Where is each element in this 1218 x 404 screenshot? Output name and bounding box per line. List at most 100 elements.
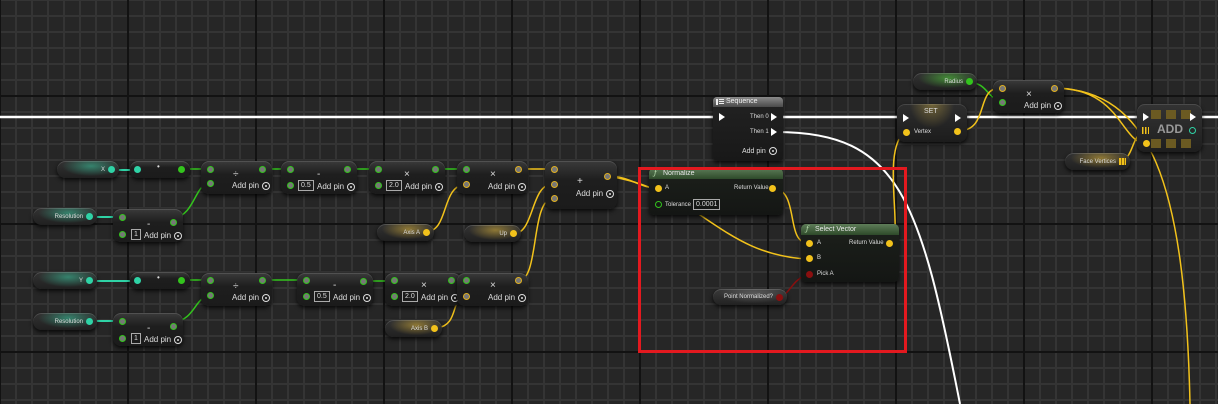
input-pin-b[interactable]	[463, 181, 470, 188]
input-pin-b[interactable]	[207, 292, 214, 299]
int-input-pin[interactable]	[134, 166, 141, 173]
add-pin-button[interactable]: Add pin	[488, 293, 527, 302]
default-value-box[interactable]: 2.0	[402, 291, 418, 302]
default-value-box[interactable]: 0.5	[314, 291, 330, 302]
multiply-axis-a-node[interactable]: × Add pin	[457, 161, 528, 194]
input-pin-b[interactable]	[303, 293, 310, 300]
int-output-pin[interactable]	[86, 318, 93, 325]
variable-y[interactable]: Y	[33, 272, 97, 289]
input-pin-a[interactable]	[463, 277, 470, 284]
add-pin-button[interactable]: Add pin	[1024, 101, 1063, 110]
int-output-pin[interactable]	[108, 166, 115, 173]
array-input-pin[interactable]	[1142, 127, 1149, 134]
output-pin[interactable]	[170, 323, 177, 330]
set-vertex-node[interactable]: SET Vertex	[897, 104, 967, 142]
multiply-radius-node[interactable]: × Add pin	[993, 80, 1064, 113]
add-pin-button[interactable]: Add pin	[333, 293, 372, 302]
array-output-pin[interactable]	[1119, 158, 1126, 165]
input-pin-a[interactable]	[999, 85, 1006, 92]
multiply-two-y-node[interactable]: 2.0 × Add pin	[385, 273, 461, 306]
input-pin-a[interactable]	[119, 318, 126, 325]
subtract-resolution-y-node[interactable]: 1 - Add pin	[113, 313, 183, 346]
input-pin-a[interactable]	[375, 166, 382, 173]
vector-output-pin[interactable]	[510, 230, 517, 237]
divide-y-node[interactable]: ÷ Add pin	[201, 273, 272, 306]
input-pin-a[interactable]	[463, 166, 470, 173]
variable-axis-b[interactable]: Axis B	[385, 320, 442, 337]
multiply-two-x-node[interactable]: 2.0 × Add pin	[369, 161, 445, 194]
pick-a-pin[interactable]	[806, 271, 813, 278]
then0-pin[interactable]	[771, 113, 777, 121]
output-pin[interactable]	[604, 173, 611, 180]
vector-output-pin[interactable]	[431, 325, 438, 332]
add-pin-button[interactable]: Add pin	[405, 182, 444, 191]
output-pin[interactable]	[1051, 85, 1058, 92]
input-pin-b[interactable]	[806, 255, 813, 262]
variable-radius[interactable]: Radius	[913, 73, 977, 90]
input-pin-a[interactable]	[207, 277, 214, 284]
multiply-axis-b-node[interactable]: × Add pin	[457, 273, 528, 306]
float-output-pin[interactable]	[178, 277, 185, 284]
input-pin-a[interactable]	[287, 166, 294, 173]
input-pin-a[interactable]	[391, 277, 398, 284]
variable-point-normalized[interactable]: Point Normalized?	[713, 289, 787, 305]
vector-add-node[interactable]: + Add pin	[545, 161, 617, 209]
output-pin[interactable]	[259, 166, 266, 173]
add-pin-button[interactable]: Add pin	[232, 181, 271, 190]
add-pin-button[interactable]: Add pin	[232, 293, 271, 302]
variable-axis-a[interactable]: Axis A	[377, 224, 434, 241]
variable-resolution-1[interactable]: Resolution	[33, 208, 97, 225]
return-value-pin[interactable]	[769, 185, 776, 192]
divide-x-node[interactable]: ÷ Add pin	[201, 161, 272, 194]
input-pin-b[interactable]	[119, 231, 126, 238]
convert-y-node[interactable]: •	[130, 272, 190, 289]
subtract-resolution-node[interactable]: 1 - Add pin	[113, 209, 183, 242]
input-pin-b[interactable]	[375, 182, 382, 189]
int-input-pin[interactable]	[134, 277, 141, 284]
exec-input-pin[interactable]	[719, 113, 725, 121]
input-pin-a[interactable]	[806, 240, 813, 247]
vector-output-pin[interactable]	[423, 229, 430, 236]
subtract-half-y-node[interactable]: 0.5 - Add pin	[297, 273, 373, 306]
exec-output-pin[interactable]	[1190, 113, 1196, 121]
default-value-box[interactable]: 2.0	[386, 180, 402, 191]
input-pin-a[interactable]	[119, 214, 126, 221]
default-value-box[interactable]: 1	[131, 229, 141, 240]
add-pin-button[interactable]: Add pin	[576, 189, 615, 198]
return-value-pin[interactable]	[886, 240, 893, 247]
output-pin[interactable]	[448, 277, 455, 284]
input-pin-a[interactable]	[207, 166, 214, 173]
add-pin-button[interactable]: Add pin	[488, 182, 527, 191]
input-pin-b[interactable]	[287, 182, 294, 189]
input-pin-b[interactable]	[999, 99, 1006, 106]
input-pin-b[interactable]	[391, 293, 398, 300]
int-output-pin[interactable]	[86, 277, 93, 284]
vertex-output-pin[interactable]	[954, 128, 961, 135]
variable-x[interactable]: X	[57, 161, 119, 178]
variable-face-vertices[interactable]: Face Vertices	[1065, 153, 1130, 170]
exec-output-pin[interactable]	[955, 114, 961, 122]
input-pin-b[interactable]	[551, 181, 558, 188]
output-pin[interactable]	[360, 278, 367, 285]
variable-resolution-2[interactable]: Resolution	[33, 313, 97, 330]
item-input-pin[interactable]	[1143, 140, 1150, 147]
int-output-pin[interactable]	[86, 213, 93, 220]
float-output-pin[interactable]	[966, 78, 973, 85]
variable-up[interactable]: Up	[464, 225, 521, 242]
tolerance-pin[interactable]	[655, 201, 662, 208]
input-pin-a[interactable]	[303, 277, 310, 284]
add-pin-button[interactable]: Add pin	[742, 147, 777, 155]
output-pin[interactable]	[170, 219, 177, 226]
subtract-half-x-node[interactable]: 0.5 - Add pin	[281, 161, 357, 194]
add-pin-button[interactable]: Add pin	[421, 293, 460, 302]
tolerance-input[interactable]: 0.0001	[693, 199, 721, 210]
output-pin[interactable]	[344, 166, 351, 173]
exec-input-pin[interactable]	[1143, 113, 1149, 121]
output-pin[interactable]	[259, 277, 266, 284]
convert-x-node[interactable]: •	[130, 161, 190, 178]
output-pin[interactable]	[515, 166, 522, 173]
sequence-node[interactable]: Sequence Then 0 Then 1 Add pin	[713, 97, 783, 161]
float-output-pin[interactable]	[178, 166, 185, 173]
